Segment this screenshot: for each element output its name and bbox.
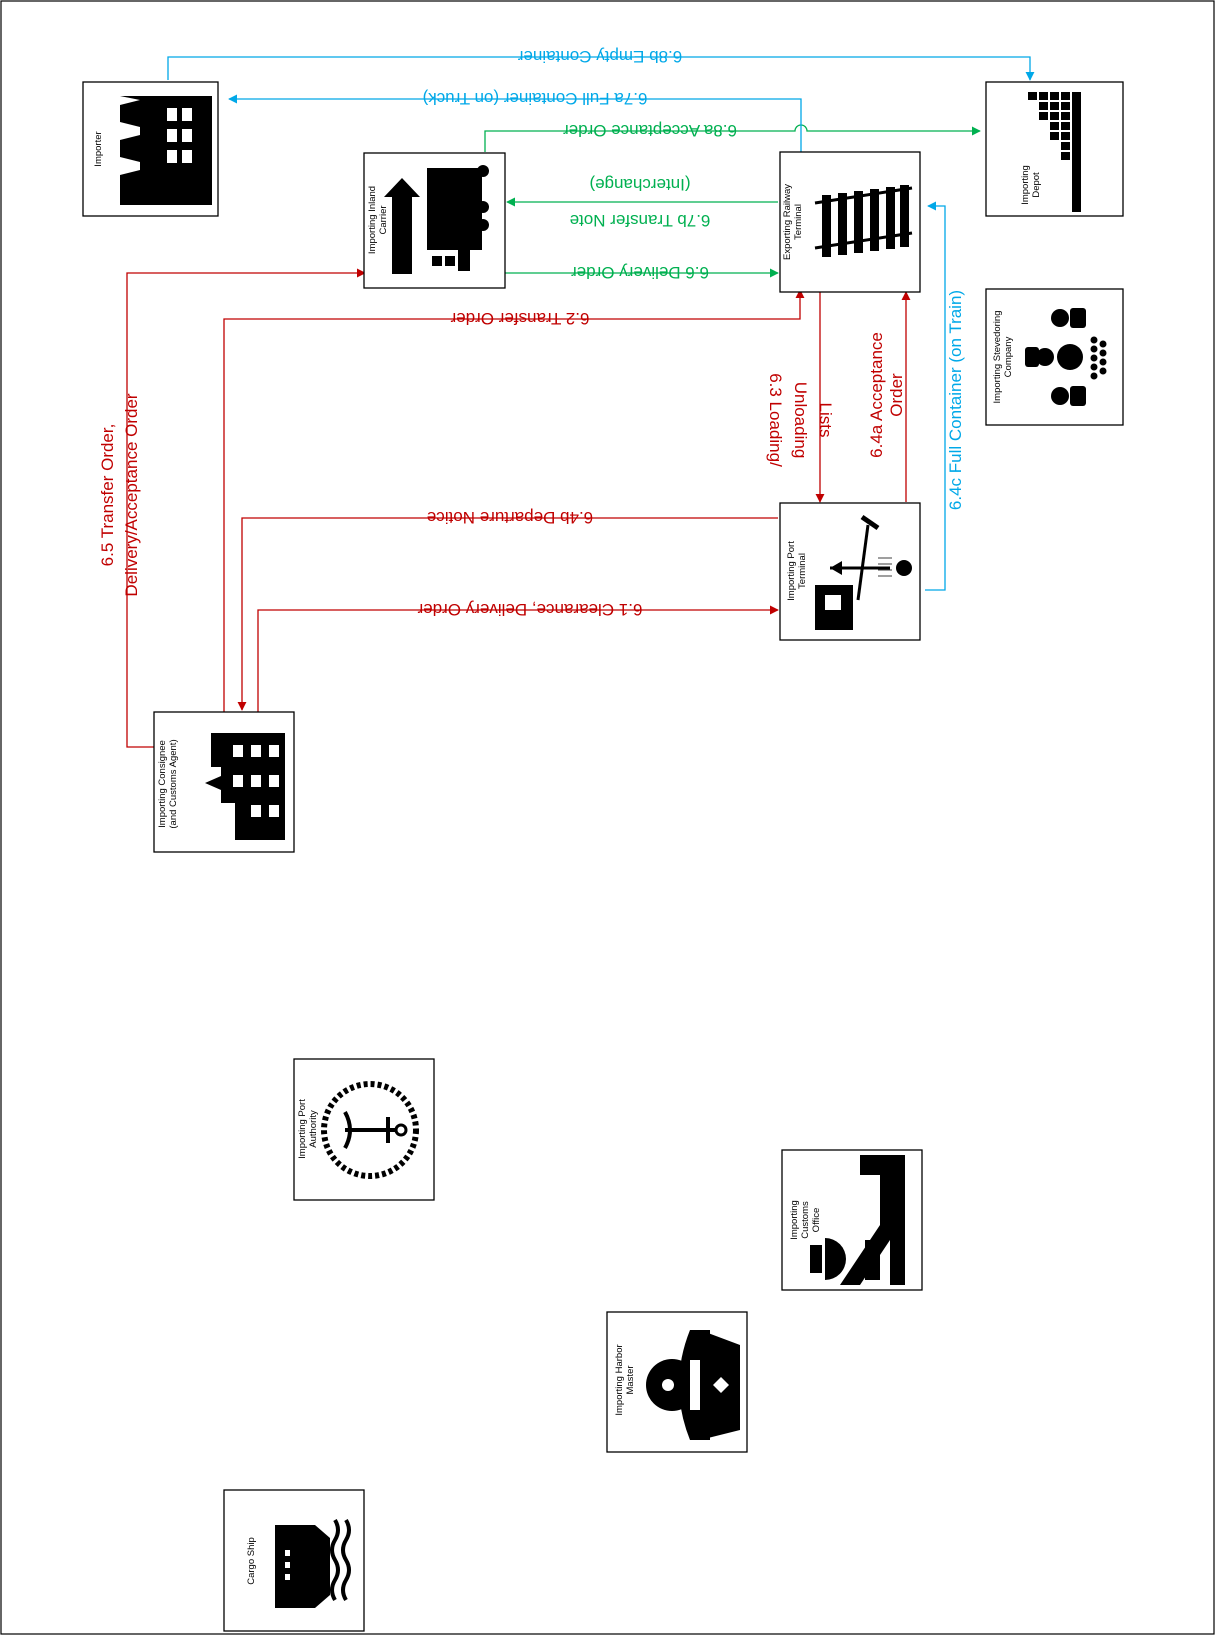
- flow-label-6-1: 6.1 Clearance, Delivery Order: [417, 600, 642, 619]
- flow-label-6-3-line2: Unloading: [791, 382, 810, 459]
- node-label-importer: Importer: [93, 131, 104, 166]
- node-exporting-railway-terminal: Exporting RailwayTerminal: [779, 151, 921, 293]
- node-label-importing-port-terminal: Importing PortTerminal: [786, 541, 808, 601]
- flow-line-6-8a: [484, 124, 981, 152]
- node-label-importing-consignee: Importing Consignee(and Customs Agent): [157, 739, 179, 828]
- flow-label-6-5-line1: 6.5 Transfer Order,: [98, 424, 117, 567]
- office-building-icon: [205, 733, 285, 840]
- node-label-importing-customs-office: ImportingCustomsOffice: [789, 1200, 822, 1240]
- flow-label-6-3-line3: Lists: [816, 403, 835, 438]
- railway-track-icon: [814, 185, 913, 257]
- flow-label-6-7b-line2: (Interchange): [589, 175, 690, 194]
- node-label-importing-inland-carrier: Importing InlandCarrier: [367, 186, 389, 254]
- node-label-importing-port-authority: Importing PortAuthority: [297, 1099, 319, 1159]
- flow-label-6-8b: 6.8b Empty Container: [517, 47, 682, 66]
- flow-line-6-4c: [925, 201, 946, 591]
- flow-line-6-8b: [167, 56, 1035, 81]
- node-importing-port-authority: Importing PortAuthority: [293, 1058, 435, 1201]
- truck-icon: [384, 165, 489, 274]
- factory-icon: [120, 96, 212, 205]
- flow-label-6-7a: 6.7a Full Container (on Truck): [423, 89, 648, 108]
- node-importer: Importer: [82, 81, 219, 217]
- anchor-wreath-icon: [321, 1081, 419, 1179]
- container-stack-icon: [1028, 92, 1081, 212]
- flow-line-6-7a: [228, 94, 802, 152]
- flow-label-6-4a-line1: 6.4a Acceptance: [867, 332, 886, 458]
- node-label-importing-depot: ImportingDepot: [1020, 165, 1042, 205]
- ship-icon: [275, 1518, 351, 1608]
- port-crane-icon: [815, 514, 912, 630]
- node-importing-stevedoring-company: Importing StevedoringCompany: [985, 288, 1124, 426]
- flow-label-6-2: 6.2 Transfer Order: [450, 309, 589, 328]
- flow-line-6-1: [257, 605, 779, 712]
- node-label-exporting-railway-terminal: Exporting RailwayTerminal: [782, 184, 804, 260]
- node-importing-customs-office: ImportingCustomsOffice: [781, 1149, 923, 1291]
- node-label-cargo-ship: Cargo Ship: [246, 1537, 257, 1585]
- flow-label-6-4b: 6.4b Departure Notice: [427, 508, 593, 527]
- flow-label-6-4a-line2: Order: [887, 373, 906, 417]
- node-label-importing-stevedoring-company: Importing StevedoringCompany: [992, 311, 1014, 404]
- node-importing-harbor-master: Importing HarborMaster: [606, 1311, 748, 1453]
- flow-label-6-4c: 6.4c Full Container (on Train): [946, 290, 965, 510]
- people-group-icon: [1025, 308, 1107, 406]
- flow-label-6-7b-line1: 6.7b Transfer Note: [570, 211, 711, 230]
- flow-label-6-6: 6.6 Delivery Order: [571, 263, 709, 282]
- flow-line-6-4b: [237, 517, 778, 711]
- node-importing-consignee: Importing Consignee(and Customs Agent): [153, 711, 295, 853]
- node-importing-depot: ImportingDepot: [985, 81, 1124, 217]
- flow-line-6-2: [223, 289, 805, 712]
- node-importing-inland-carrier: Importing InlandCarrier: [363, 152, 506, 289]
- captain-icon: [646, 1330, 740, 1440]
- flow-line-6-5: [126, 268, 366, 748]
- node-importing-port-terminal: Importing PortTerminal: [779, 502, 921, 641]
- flow-label-6-5-line2: Delivery/Acceptance Order: [122, 393, 141, 596]
- node-label-importing-harbor-master: Importing HarborMaster: [614, 1344, 636, 1415]
- customs-officer-icon: [810, 1155, 905, 1285]
- node-cargo-ship: Cargo Ship: [223, 1489, 365, 1632]
- flow-label-6-8a: 6.8a Acceptance Order: [563, 121, 737, 140]
- flow-label-6-3-line1: 6.3 Loading/: [766, 373, 785, 467]
